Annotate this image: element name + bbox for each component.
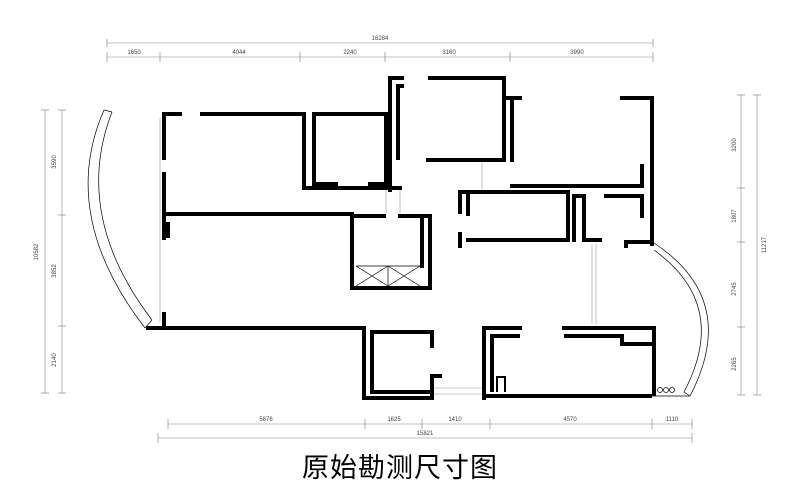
- bottom-dimension-4: 4570: [563, 417, 577, 423]
- left-dimension-2: 3852: [52, 264, 58, 278]
- right-dimension-4: 2265: [732, 357, 738, 371]
- top-dimension-4: 3160: [442, 50, 456, 56]
- bottom-dimension-5: 1110: [666, 417, 679, 423]
- bottom-dimensions: 5876 1625 1410 4570 1110 15821: [157, 417, 693, 443]
- right-dimension-1: 3200: [732, 138, 738, 152]
- top-dimension-1: 1650: [127, 50, 141, 56]
- right-dimension-2: 1807: [732, 209, 738, 223]
- drawing-title: 原始勘测尺寸图: [302, 453, 498, 483]
- left-dimension-3: 2140: [52, 353, 58, 367]
- bottom-dimension-2: 1625: [387, 417, 401, 423]
- top-dimension-2: 4044: [232, 50, 246, 56]
- top-total-dimension: 16284: [372, 36, 389, 42]
- bottom-dimension-1: 5876: [259, 417, 273, 423]
- top-dimensions: 16284 1650 4044 2240 3160 3990: [106, 36, 654, 62]
- right-total-dimension: 11217: [762, 236, 768, 253]
- right-dimension-3: 2745: [732, 282, 738, 296]
- left-dimensions: 10582 3590 3852 2140: [34, 109, 66, 394]
- top-dimension-3: 2240: [343, 50, 357, 56]
- bottom-dimension-3: 1410: [448, 417, 462, 423]
- left-total-dimension: 10582: [34, 243, 40, 260]
- left-dimension-1: 3590: [52, 155, 58, 169]
- right-dimensions: 3200 1807 2745 2265 11217: [732, 94, 768, 396]
- top-dimension-5: 3990: [570, 50, 584, 56]
- bottom-total-dimension: 15821: [417, 431, 434, 437]
- walls: [87, 76, 709, 400]
